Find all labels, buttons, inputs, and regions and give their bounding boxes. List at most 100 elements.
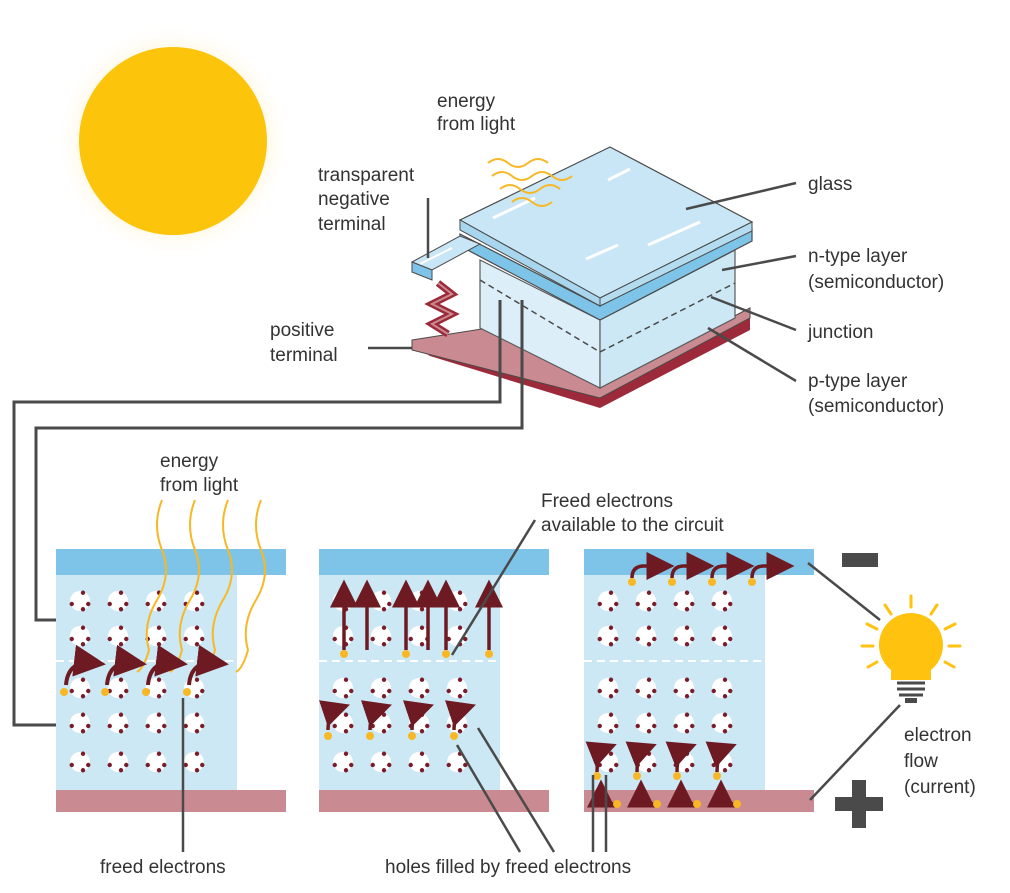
freed-electron bbox=[708, 578, 716, 586]
atom-bond-dot bbox=[200, 601, 205, 607]
atom-bond-dot bbox=[381, 642, 387, 647]
atom-bond-dot bbox=[652, 762, 657, 768]
hole-fill-arrow bbox=[705, 741, 737, 773]
freed-electron bbox=[628, 578, 636, 586]
hole-fill-arrow bbox=[444, 700, 476, 731]
atom-bond-dot bbox=[80, 607, 86, 612]
atom-bond-dot bbox=[86, 601, 91, 607]
sun-icon bbox=[55, 23, 291, 259]
atom-bond-dot bbox=[684, 607, 690, 612]
atom-bond-dot bbox=[728, 636, 733, 642]
atom-bond-dot bbox=[156, 607, 162, 612]
atom bbox=[108, 713, 128, 733]
atom bbox=[371, 678, 391, 698]
atom-bond-dot bbox=[608, 694, 614, 699]
atom-bond-dot bbox=[145, 601, 150, 607]
atom bbox=[598, 626, 618, 646]
atom-bond-dot bbox=[156, 729, 162, 734]
atom bbox=[674, 678, 694, 698]
junction-label: junction bbox=[807, 322, 874, 343]
atom-bond-dot bbox=[370, 601, 375, 607]
light-bulb-icon bbox=[860, 594, 962, 703]
n-type-strip bbox=[56, 549, 286, 575]
atom-bond-dot bbox=[200, 636, 205, 642]
atom-bond-dot bbox=[646, 768, 652, 773]
atom bbox=[108, 626, 128, 646]
atom-bond-dot bbox=[194, 694, 200, 699]
atom-bond-dot bbox=[387, 762, 392, 768]
atom-bond-dot bbox=[107, 723, 112, 729]
hole-fill-arrow bbox=[625, 741, 657, 773]
atom-bond-dot bbox=[722, 712, 728, 717]
atom-bond-dot bbox=[722, 607, 728, 612]
atom-bond-dot bbox=[711, 723, 716, 729]
atom bbox=[371, 752, 391, 772]
freed-electrons-label: freed electrons bbox=[100, 857, 226, 878]
atom-bond-dot bbox=[690, 723, 695, 729]
atom-bond-dot bbox=[722, 768, 728, 773]
atom-bond-dot bbox=[69, 688, 74, 694]
return-arrow bbox=[587, 779, 616, 808]
atom-bond-dot bbox=[124, 601, 129, 607]
atom-bond-dot bbox=[107, 636, 112, 642]
atom-bond-dot bbox=[80, 677, 86, 682]
atom-bond-dot bbox=[419, 607, 425, 612]
atom-bond-dot bbox=[80, 768, 86, 773]
electron-flow-label-1: electron bbox=[904, 725, 972, 746]
atom-bond-dot bbox=[343, 712, 349, 717]
freed-electron bbox=[485, 650, 493, 658]
atom-bond-dot bbox=[381, 712, 387, 717]
atom-bond-dot bbox=[86, 762, 91, 768]
atom bbox=[447, 591, 467, 611]
atom-bond-dot bbox=[156, 642, 162, 647]
freed-electron bbox=[324, 732, 332, 740]
atom bbox=[598, 591, 618, 611]
freed-electron bbox=[142, 688, 150, 696]
atom-bond-dot bbox=[156, 712, 162, 717]
atom-bond-dot bbox=[608, 712, 614, 717]
atom-bond-dot bbox=[162, 601, 167, 607]
atom bbox=[447, 752, 467, 772]
atom-bond-dot bbox=[343, 768, 349, 773]
atom-bond-dot bbox=[646, 751, 652, 756]
freed-electron bbox=[442, 650, 450, 658]
freed-electrons-available-label-2: available to the circuit bbox=[541, 515, 724, 536]
atom-bond-dot bbox=[463, 723, 468, 729]
current-arrow bbox=[710, 552, 755, 580]
atom-bond-dot bbox=[349, 636, 354, 642]
atom bbox=[636, 678, 656, 698]
holes-filled-label: holes filled by freed electrons bbox=[385, 857, 631, 878]
atom-bond-dot bbox=[194, 625, 200, 630]
freed-electron bbox=[402, 650, 410, 658]
atom-bond-dot bbox=[419, 729, 425, 734]
atom-bond-dot bbox=[80, 625, 86, 630]
atom-bond-dot bbox=[194, 607, 200, 612]
top-leader-lines bbox=[368, 181, 797, 383]
freed-electron bbox=[693, 800, 701, 808]
energy-from-light-label-bottom-2: from light bbox=[160, 475, 239, 496]
atom-bond-dot bbox=[728, 688, 733, 694]
atom-bond-dot bbox=[118, 625, 124, 630]
bottom-leader-lines bbox=[181, 519, 901, 853]
atom-bond-dot bbox=[381, 729, 387, 734]
atom-bond-dot bbox=[608, 677, 614, 682]
atom-bond-dot bbox=[86, 723, 91, 729]
atom-bond-dot bbox=[194, 712, 200, 717]
positive-terminal-label-2: terminal bbox=[270, 345, 338, 366]
atom-bond-dot bbox=[652, 601, 657, 607]
atom-bond-dot bbox=[80, 751, 86, 756]
atom-bond-dot bbox=[381, 751, 387, 756]
freed-electron bbox=[340, 650, 348, 658]
atom-bond-dot bbox=[69, 762, 74, 768]
n-type-label-1: n-type layer bbox=[808, 246, 908, 267]
atom bbox=[70, 752, 90, 772]
freed-electron bbox=[593, 772, 601, 780]
atom-bond-dot bbox=[387, 636, 392, 642]
electron-flow-label-3: (current) bbox=[904, 777, 976, 798]
freed-electron bbox=[408, 732, 416, 740]
atom-bond-dot bbox=[463, 636, 468, 642]
atom-bond-dot bbox=[156, 677, 162, 682]
atom-bond-dot bbox=[646, 694, 652, 699]
atom-bond-dot bbox=[183, 762, 188, 768]
